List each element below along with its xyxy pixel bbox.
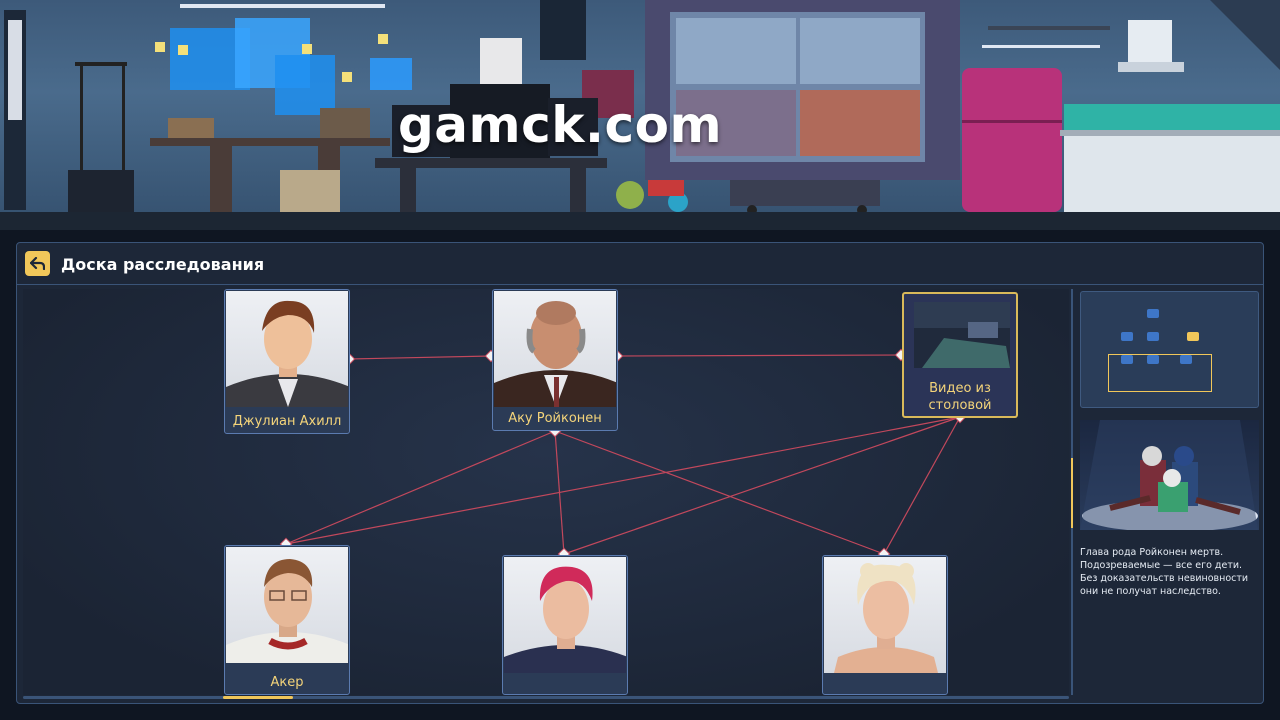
panel-divider-highlight: [1071, 458, 1073, 528]
card-label-julian: Джулиан Ахилл: [232, 414, 342, 429]
video-label-line2: столовой: [928, 398, 992, 413]
room-illustration: [4, 0, 1280, 215]
link-julian-aku: [348, 355, 492, 360]
scrollbar-thumb[interactable]: [223, 696, 293, 699]
minimap-node-selected: [1187, 332, 1199, 341]
card-label-aku: Аку Ройконен: [508, 411, 602, 426]
portrait-suspect-3: [824, 557, 946, 673]
back-arrow-icon: [30, 257, 45, 270]
video-label-line1: Видео из: [929, 381, 991, 396]
evidence-card-video[interactable]: Видео из столовой: [902, 292, 1018, 418]
link-aku-video: [616, 354, 902, 357]
suspect-card-julian[interactable]: Джулиан Ахилл: [224, 289, 350, 434]
board-title: Доска расследования: [61, 255, 265, 274]
minimap-node: [1121, 332, 1133, 341]
suspect-card-3[interactable]: [822, 555, 948, 695]
link-video-suspect3: [883, 416, 961, 555]
board-minimap[interactable]: [1080, 291, 1259, 408]
suspect-card-2[interactable]: [502, 555, 628, 695]
minimap-node: [1147, 309, 1159, 318]
investigation-board: Доска расследования: [16, 242, 1264, 704]
suspect-card-aku[interactable]: Аку Ройконен: [492, 289, 618, 431]
link-aku-aker: [285, 430, 556, 545]
card-label-video: Видео из столовой: [904, 380, 1016, 414]
link-video-aker: [285, 416, 961, 545]
video-thumbnail: [914, 302, 1010, 368]
portrait-suspect-2: [504, 557, 626, 673]
minimap-node: [1121, 355, 1133, 364]
case-illustration: [1080, 420, 1259, 530]
board-header: Доска расследования: [17, 243, 1263, 285]
minimap-viewport-frame: [1108, 354, 1212, 392]
portrait-aker: [226, 547, 348, 663]
horizontal-scrollbar[interactable]: [23, 696, 1069, 699]
suspect-card-aker[interactable]: Акер: [224, 545, 350, 695]
portrait-aku: [494, 291, 616, 407]
minimap-node: [1147, 332, 1159, 341]
card-label-aker: Акер: [270, 675, 304, 690]
room-scene: gamck.com: [0, 0, 1280, 230]
connection-graph[interactable]: Джулиан Ахилл Аку Ройконен: [23, 289, 1069, 695]
minimap-node: [1147, 355, 1159, 364]
floor: [0, 212, 1280, 230]
case-description: Глава рода Ройконен мертв. Подозреваемые…: [1080, 547, 1249, 597]
watermark: gamck.com: [398, 96, 723, 154]
minimap-node: [1180, 355, 1192, 364]
portrait-julian: [226, 291, 348, 407]
link-aku-suspect3: [554, 430, 885, 555]
back-button[interactable]: [25, 251, 50, 276]
link-video-suspect2: [563, 416, 961, 555]
